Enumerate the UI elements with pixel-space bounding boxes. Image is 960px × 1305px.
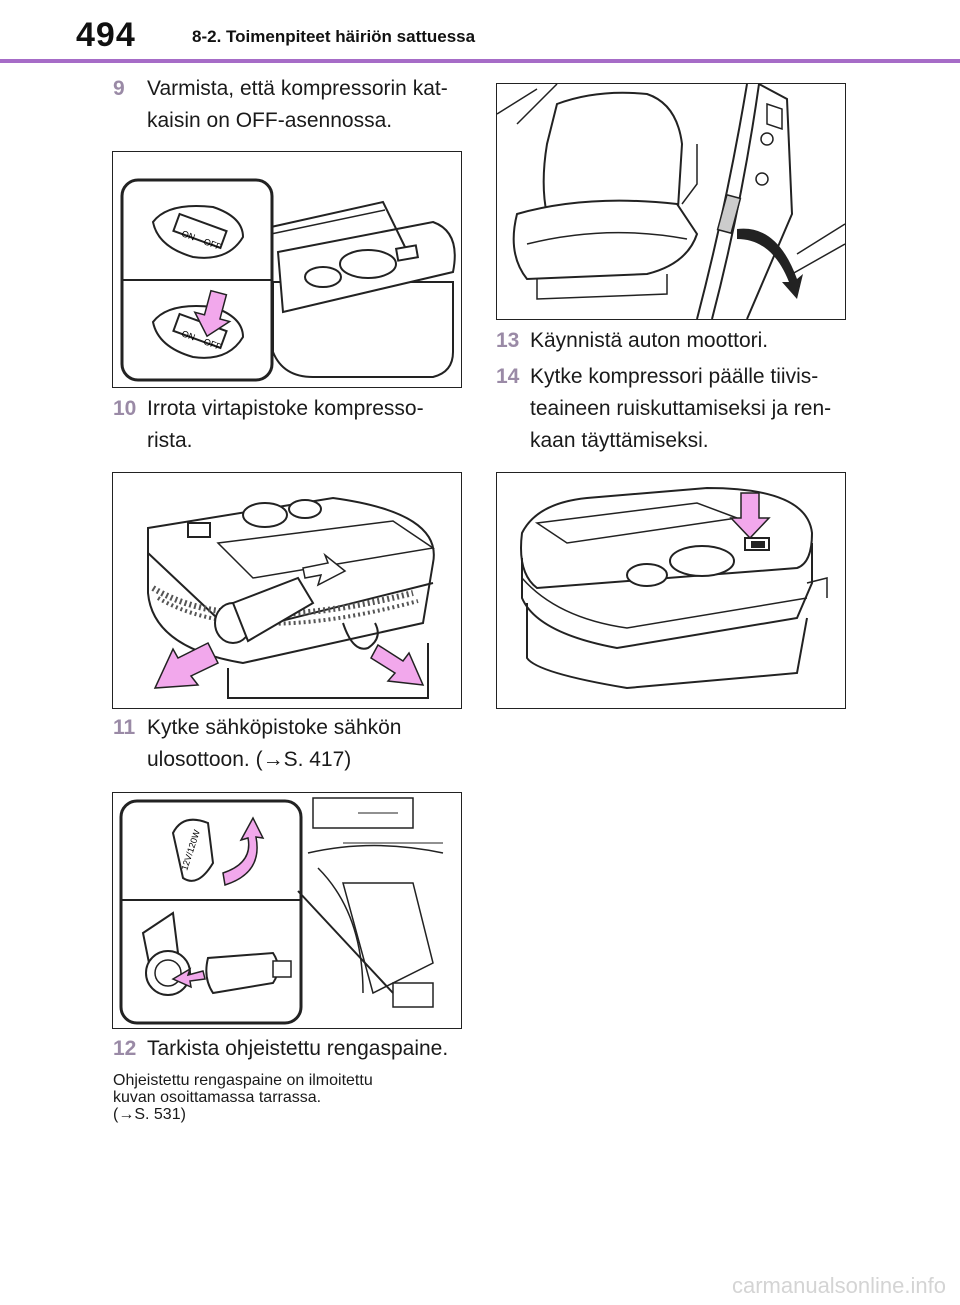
note-text: (→S. 531) bbox=[113, 1106, 186, 1123]
header-rule bbox=[0, 59, 960, 63]
figure-compressor-on bbox=[496, 472, 846, 709]
switch-on-label: ON bbox=[180, 228, 196, 242]
step-number: 12 bbox=[113, 1037, 137, 1060]
step-text: teaineen ruiskuttamiseksi ja ren- bbox=[530, 397, 832, 420]
step-text: Irrota virtapistoke kompresso- bbox=[147, 397, 424, 420]
step-11: 11 Kytke sähköpistoke sähkön ulosottoon.… bbox=[113, 712, 468, 776]
step-13: 13 Käynnistä auton moottori. bbox=[496, 325, 856, 357]
step-text: Käynnistä auton moottori. bbox=[530, 329, 769, 352]
step-number: 14 bbox=[496, 365, 520, 388]
step-text: Tarkista ohjeistettu rengaspaine. bbox=[147, 1037, 449, 1060]
pull-arrow-right bbox=[370, 643, 425, 686]
watermark: carmanualsonline.info bbox=[731, 1273, 946, 1298]
section-title: 8-2. Toimenpiteet häiriön sattuessa bbox=[192, 27, 476, 46]
figure-pressure-label-location bbox=[496, 83, 846, 320]
press-arrow bbox=[193, 289, 232, 338]
label-arrow bbox=[737, 228, 803, 299]
insert-arrow bbox=[171, 967, 206, 989]
step-text: rista. bbox=[147, 429, 193, 452]
step-number: 13 bbox=[496, 329, 520, 352]
pressure-note: Ohjeistettu rengaspaine on ilmoitettu ku… bbox=[113, 1072, 463, 1123]
step-12: 12 Tarkista ohjeistettu rengaspaine. bbox=[113, 1033, 473, 1065]
pull-arrow-left bbox=[153, 641, 220, 689]
pull-arrow bbox=[302, 552, 347, 587]
step-text: Kytke kompressori päälle tiivis- bbox=[530, 365, 819, 388]
figure-power-outlet: 12V/120W bbox=[112, 792, 462, 1029]
switch-on-label: ON bbox=[180, 328, 196, 342]
note-text: kuvan osoittamassa tarrassa. bbox=[113, 1089, 322, 1106]
step-text: kaan täyttämiseksi. bbox=[530, 429, 709, 452]
note-text: Ohjeistettu rengaspaine on ilmoitettu bbox=[113, 1072, 373, 1089]
step-9: 9 Varmista, että kompressorin kat- kaisi… bbox=[113, 73, 468, 137]
step-number: 10 bbox=[113, 397, 137, 420]
step-text: Kytke sähköpistoke sähkön bbox=[147, 716, 402, 739]
open-cap-arrow bbox=[222, 816, 265, 886]
step-number: 9 bbox=[113, 77, 125, 100]
figure-compressor-switch: ON OFF ON OFF bbox=[112, 151, 462, 388]
figure-remove-plug bbox=[112, 472, 462, 709]
step-10: 10 Irrota virtapistoke kompresso- rista. bbox=[113, 393, 468, 457]
press-arrow bbox=[729, 492, 771, 540]
step-text: Varmista, että kompressorin kat- bbox=[147, 77, 448, 100]
step-number: 11 bbox=[113, 716, 136, 739]
step-14: 14 Kytke kompressori päälle tiivis- teai… bbox=[496, 361, 856, 457]
page-number: 494 bbox=[76, 16, 136, 54]
step-text: ulosottoon. (→S. 417) bbox=[147, 748, 352, 771]
step-text: kaisin on OFF-asennossa. bbox=[147, 109, 393, 132]
